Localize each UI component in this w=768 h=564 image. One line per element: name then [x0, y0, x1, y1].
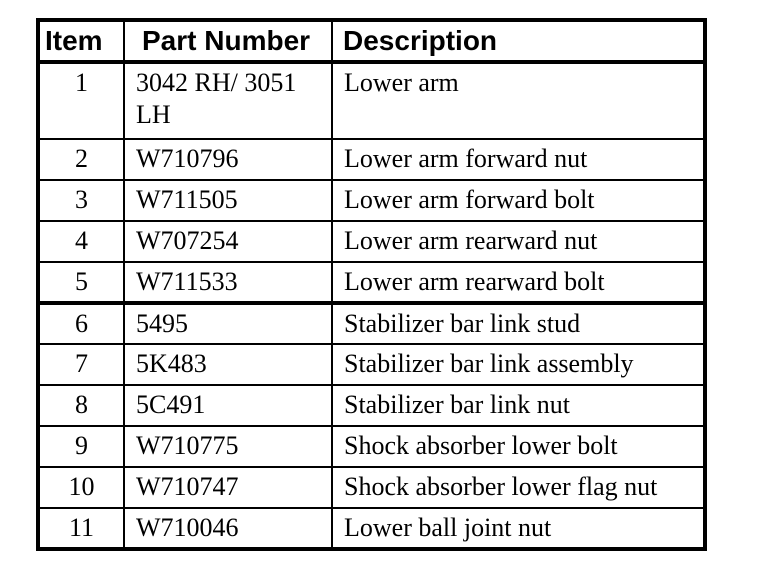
- part-number-cell: 5C491: [123, 384, 333, 427]
- description-cell: Stabilizer bar link nut: [331, 384, 706, 427]
- item-cell: 9: [37, 425, 125, 468]
- description-cell: Lower arm: [331, 61, 706, 140]
- part-number-cell: W707254: [123, 220, 333, 263]
- part-number-cell: 3042 RH/ 3051 LH: [123, 61, 333, 140]
- description-cell: Lower arm rearward nut: [331, 220, 706, 263]
- item-cell: 2: [37, 138, 125, 181]
- description-cell: Lower arm forward nut: [331, 138, 706, 181]
- item-cell: 6: [37, 302, 125, 345]
- description-cell: Lower ball joint nut: [331, 507, 706, 550]
- table-row: 9 W710775 Shock absorber lower bolt: [37, 425, 706, 468]
- item-cell: 8: [37, 384, 125, 427]
- part-number-cell: W711533: [123, 261, 333, 305]
- part-number-cell: W711505: [123, 179, 333, 222]
- item-cell: 5: [37, 261, 125, 305]
- document-page: Item Part Number Description 1 3042 RH/ …: [36, 18, 707, 551]
- table-row: 6 5495 Stabilizer bar link stud: [37, 302, 706, 345]
- table-header-row: Item Part Number Description: [37, 19, 706, 64]
- table-row: 8 5C491 Stabilizer bar link nut: [37, 384, 706, 427]
- table-row: 3 W711505 Lower arm forward bolt: [37, 179, 706, 222]
- parts-table: Item Part Number Description 1 3042 RH/ …: [36, 18, 707, 551]
- description-cell: Stabilizer bar link stud: [331, 302, 706, 345]
- item-cell: 11: [37, 507, 125, 550]
- description-cell: Lower arm forward bolt: [331, 179, 706, 222]
- item-cell: 4: [37, 220, 125, 263]
- table-row: 5 W711533 Lower arm rearward bolt: [37, 261, 706, 305]
- part-number-cell: 5495: [123, 302, 333, 345]
- item-cell: 7: [37, 343, 125, 386]
- column-header-part-number: Part Number: [123, 19, 333, 64]
- table-row: 2 W710796 Lower arm forward nut: [37, 138, 706, 181]
- part-number-cell: 5K483: [123, 343, 333, 386]
- part-number-cell: W710796: [123, 138, 333, 181]
- description-cell: Stabilizer bar link assembly: [331, 343, 706, 386]
- column-header-item: Item: [37, 19, 125, 64]
- item-cell: 3: [37, 179, 125, 222]
- description-cell: Shock absorber lower bolt: [331, 425, 706, 468]
- description-cell: Shock absorber lower flag nut: [331, 466, 706, 509]
- table-row: 7 5K483 Stabilizer bar link assembly: [37, 343, 706, 386]
- item-cell: 1: [37, 61, 125, 140]
- description-cell: Lower arm rearward bolt: [331, 261, 706, 305]
- part-number-cell: W710775: [123, 425, 333, 468]
- table-row: 4 W707254 Lower arm rearward nut: [37, 220, 706, 263]
- table-row: 11 W710046 Lower ball joint nut: [37, 507, 706, 550]
- table-row: 1 3042 RH/ 3051 LH Lower arm: [37, 61, 706, 140]
- part-number-cell: W710747: [123, 466, 333, 509]
- table-row: 10 W710747 Shock absorber lower flag nut: [37, 466, 706, 509]
- column-header-description: Description: [331, 19, 706, 64]
- item-cell: 10: [37, 466, 125, 509]
- part-number-cell: W710046: [123, 507, 333, 550]
